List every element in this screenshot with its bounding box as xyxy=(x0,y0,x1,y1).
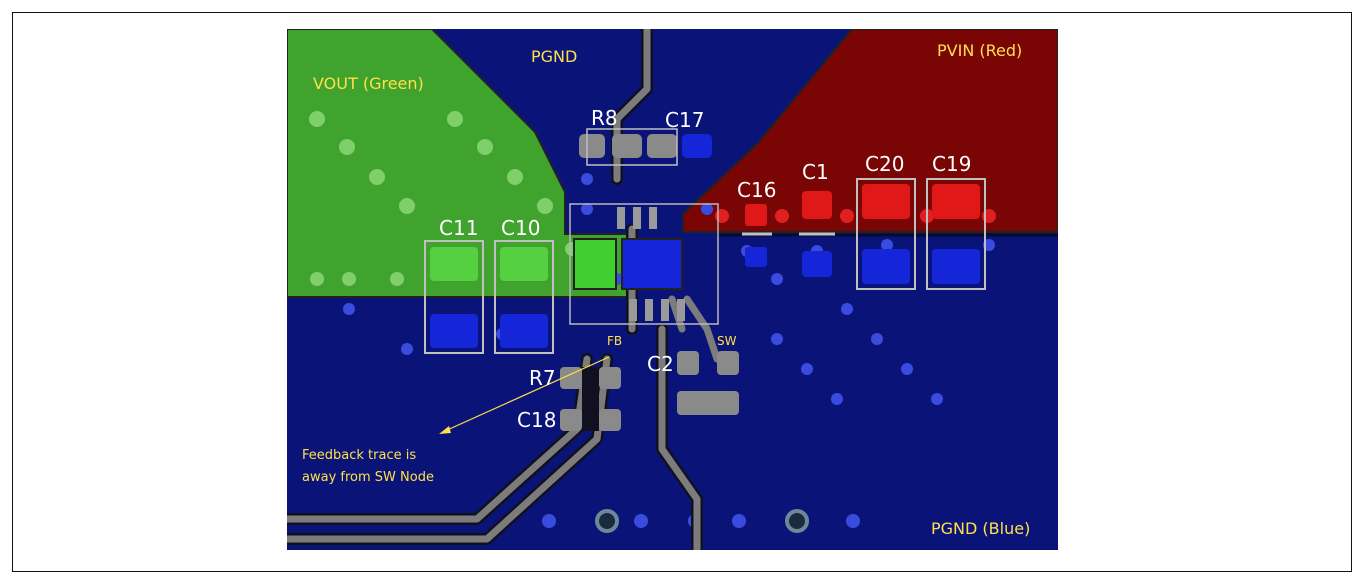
vout-vias xyxy=(309,111,579,286)
c2-pads xyxy=(677,351,739,415)
label-pgnd-top: PGND xyxy=(531,47,577,66)
r8-c17-pads xyxy=(579,128,712,166)
pin-label-fb: FB xyxy=(607,334,622,348)
ic-outline xyxy=(569,203,719,325)
pin-label-sw: SW xyxy=(717,334,737,348)
c20-c19-pads xyxy=(856,178,986,290)
large-vias xyxy=(595,509,809,533)
refdes-c11: C11 xyxy=(439,216,478,240)
label-pgnd-bottom: PGND (Blue) xyxy=(931,519,1030,538)
refdes-c18: C18 xyxy=(517,408,556,432)
refdes-c20: C20 xyxy=(865,152,904,176)
annotation-arrow-line xyxy=(444,356,610,432)
label-vout: VOUT (Green) xyxy=(313,74,424,93)
refdes-c19: C19 xyxy=(932,152,971,176)
refdes-c1: C1 xyxy=(802,160,829,184)
pcb-layout-view: VOUT (Green) PGND PVIN (Red) PGND (Blue)… xyxy=(287,29,1058,550)
refdes-r7: R7 xyxy=(529,366,556,390)
vout-plane xyxy=(287,29,628,298)
annotation-arrow-head xyxy=(439,426,451,434)
c11-c10-pads xyxy=(424,240,554,354)
r7-c18-pads xyxy=(560,367,621,431)
refdes-r8: R8 xyxy=(591,106,618,130)
annotation-line-1: Feedback trace is xyxy=(302,448,416,463)
refdes-c17: C17 xyxy=(665,108,704,132)
refdes-c10: C10 xyxy=(501,216,540,240)
refdes-c2: C2 xyxy=(647,352,674,376)
annotation-line-2: away from SW Node xyxy=(302,470,434,485)
label-pvin: PVIN (Red) xyxy=(937,41,1022,60)
refdes-c16: C16 xyxy=(737,178,776,202)
pvin-plane xyxy=(682,29,1058,233)
